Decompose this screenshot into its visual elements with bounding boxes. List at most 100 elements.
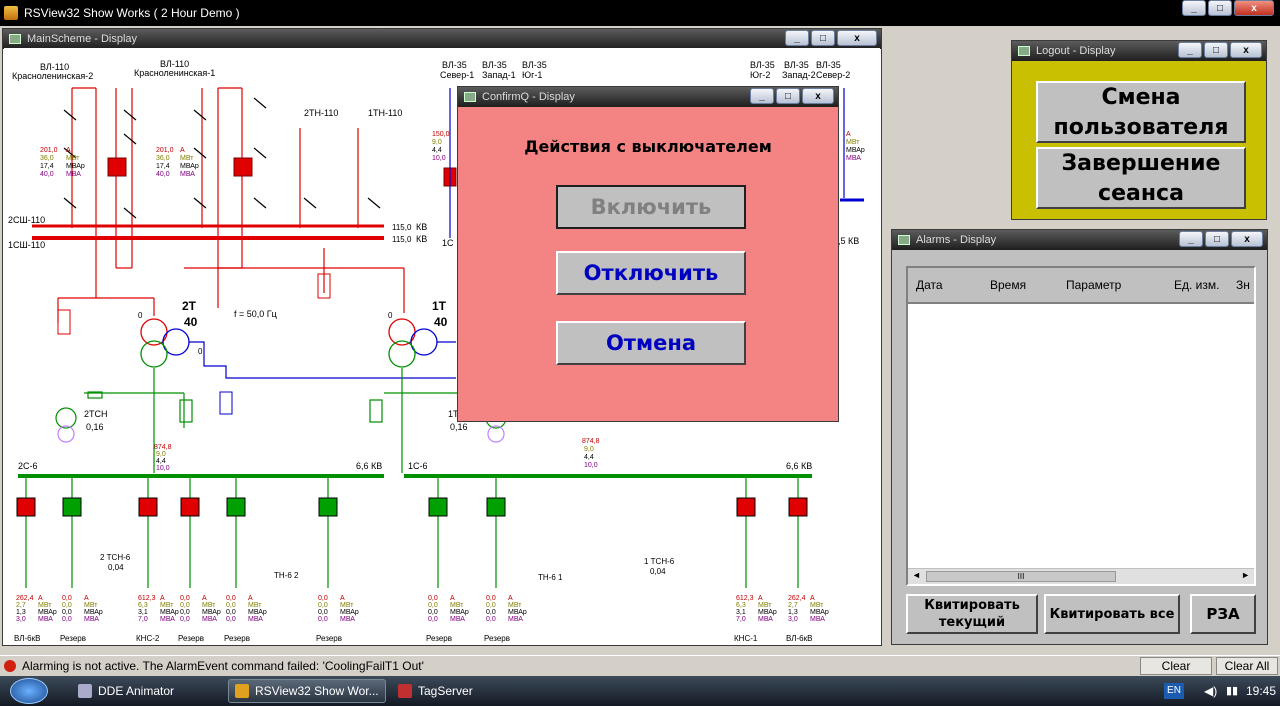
mainscheme-minimize-button[interactable]: _ [785, 30, 809, 46]
transformer-2t[interactable]: 2Т 40 0 0 [138, 299, 203, 368]
column-date[interactable]: Дата [916, 278, 943, 292]
feeder-meas-unit: МВА [202, 616, 217, 623]
switch-user-button[interactable]: Смена пользователя [1036, 81, 1246, 143]
confirm-close-button[interactable]: x [802, 88, 834, 104]
confirm-minimize-button[interactable]: _ [750, 88, 774, 104]
clock[interactable]: 19:45 [1246, 684, 1277, 698]
feeder-breaker[interactable] [180, 497, 200, 517]
arrester [317, 273, 331, 299]
breaker-closed[interactable] [233, 157, 253, 177]
feeder-meas: 0,0 [62, 609, 72, 616]
scroll-left-icon[interactable]: ◄ [912, 570, 921, 580]
alarms-minimize-button[interactable]: _ [1179, 231, 1203, 247]
logout-minimize-button[interactable]: _ [1178, 42, 1202, 58]
feeder-breaker[interactable] [486, 497, 506, 517]
switch-on-button[interactable]: Включить [556, 185, 746, 229]
feeder-meas-unit: МВА [450, 616, 465, 623]
mainscheme-maximize-button[interactable]: □ [811, 30, 835, 46]
app-maximize-button[interactable]: □ [1208, 0, 1232, 16]
feeder-meas-unit: МВАр [450, 609, 469, 616]
ack-all-button[interactable]: Квитировать все [1044, 594, 1180, 634]
meas-active: 36,0 [156, 155, 170, 162]
alarms-maximize-button[interactable]: □ [1205, 231, 1229, 247]
meas-unit: А [180, 147, 185, 154]
logout-maximize-button[interactable]: □ [1204, 42, 1228, 58]
logout-close-button[interactable]: x [1230, 42, 1262, 58]
alarm-list[interactable]: Дата Время Параметр Ед. изм. Зн ◄ III ► [906, 266, 1256, 586]
feeder-meas-unit: МВАр [202, 609, 221, 616]
language-indicator[interactable]: EN [1164, 683, 1184, 699]
cancel-button[interactable]: Отмена [556, 321, 746, 365]
feeder-name: Резерв [484, 634, 510, 643]
feeder-meas-unit: А [340, 595, 345, 602]
app-close-button[interactable]: x [1234, 0, 1274, 16]
feeder-meas-unit: МВт [340, 602, 354, 609]
feeder-meas-unit: МВАр [160, 609, 179, 616]
feeder-meas: 0,0 [318, 609, 328, 616]
line-label: ВЛ-35 [482, 60, 507, 70]
alarms-close-button[interactable]: x [1231, 231, 1263, 247]
feeder-meas: 6,3 [138, 602, 148, 609]
line-label: ВЛ-35 [750, 60, 775, 70]
ack-current-button[interactable]: Квитировать текущий [906, 594, 1038, 634]
meas-reactive: 17,4 [40, 163, 54, 170]
taskbar-dde-animator[interactable]: DDE Animator [72, 679, 222, 703]
feeder-breaker[interactable] [428, 497, 448, 517]
scroll-right-icon[interactable]: ► [1241, 570, 1250, 580]
feeder-meas: 0,0 [486, 616, 496, 623]
line-label: ВЛ-110 [160, 59, 189, 69]
mainscheme-close-button[interactable]: x [837, 30, 877, 46]
feeder-meas-unit: МВА [758, 616, 773, 623]
feeder-meas-unit: МВт [248, 602, 262, 609]
feeder-meas-unit: МВт [160, 602, 174, 609]
kv-unit: КВ [416, 222, 427, 232]
confirm-maximize-button[interactable]: □ [776, 88, 800, 104]
scroll-thumb[interactable]: III [926, 571, 1116, 582]
feeder-meas: 0,0 [318, 595, 328, 602]
logout-titlebar[interactable]: Logout - Display _ □ x [1012, 41, 1266, 61]
column-parameter[interactable]: Параметр [1066, 278, 1122, 292]
feeder-breaker[interactable] [318, 497, 338, 517]
feeder-meas: 0,0 [180, 595, 190, 602]
start-button[interactable] [10, 678, 48, 704]
feeder-breaker[interactable] [62, 497, 82, 517]
clear-all-button[interactable]: Clear All [1216, 657, 1278, 675]
column-unit[interactable]: Ед. изм. [1174, 278, 1220, 292]
taskbar-tagserver[interactable]: TagServer [392, 679, 532, 703]
column-time[interactable]: Время [990, 278, 1027, 292]
feeder-meas: 3,1 [736, 609, 746, 616]
meas-unit: МВАр [66, 163, 85, 170]
feeder-breaker[interactable] [16, 497, 36, 517]
feeder-breaker[interactable] [788, 497, 808, 517]
right-voltage: ,5 КВ [838, 236, 859, 246]
confirm-titlebar[interactable]: ConfirmQ - Display _ □ x [458, 87, 838, 107]
feeder-meas: 6,3 [736, 602, 746, 609]
feeder-breaker[interactable] [736, 497, 756, 517]
app-minimize-button[interactable]: _ [1182, 0, 1206, 16]
mainscheme-titlebar[interactable]: MainScheme - Display _ □ x [3, 29, 881, 49]
feeder-breaker[interactable] [226, 497, 246, 517]
horizontal-scrollbar[interactable]: ◄ III ► [908, 568, 1254, 584]
display-icon [1018, 46, 1030, 56]
meas-apparent: 40,0 [156, 171, 170, 178]
network-icon[interactable]: ▮▮ [1226, 685, 1239, 697]
feeder-name: Резерв [316, 634, 342, 643]
feeder-meas: 0,0 [180, 609, 190, 616]
feeder-meas-unit: МВАр [758, 609, 777, 616]
end-session-button[interactable]: Завершение сеанса [1036, 147, 1246, 209]
feeder-meas: 0,0 [428, 595, 438, 602]
clear-button[interactable]: Clear [1140, 657, 1212, 675]
alarms-titlebar[interactable]: Alarms - Display _ □ x [892, 230, 1267, 250]
transformer-1t[interactable]: 1Т 40 0 [388, 299, 448, 368]
meas-active: 9,0 [584, 446, 594, 453]
rza-button[interactable]: РЗА [1190, 594, 1256, 634]
line-label: ВЛ-35 [816, 60, 841, 70]
column-value[interactable]: Зн [1236, 278, 1250, 292]
taskbar-rsview[interactable]: RSView32 Show Wor... [228, 679, 386, 703]
bus-label: 2СШ-110 [8, 215, 45, 225]
feeder-breaker[interactable] [138, 497, 158, 517]
switch-off-button[interactable]: Отключить [556, 251, 746, 295]
breaker-closed[interactable] [107, 157, 127, 177]
feeder-meas: 3,0 [788, 616, 798, 623]
volume-icon[interactable]: ◀) [1204, 684, 1218, 698]
